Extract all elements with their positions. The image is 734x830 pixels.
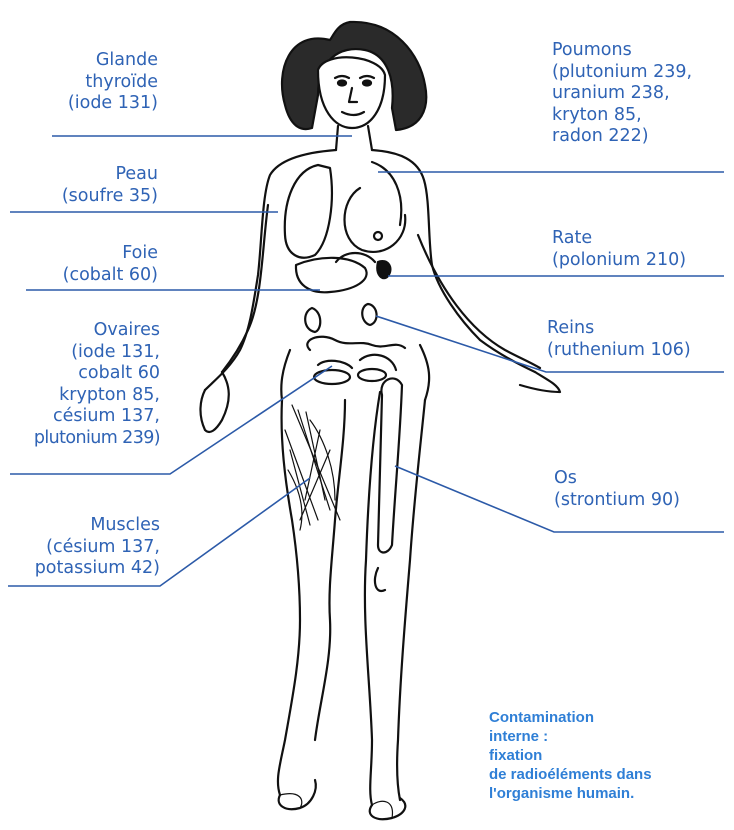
- label-kidneys: Reins (ruthenium 106): [547, 318, 691, 361]
- label-skin-line-1: Peau: [62, 164, 158, 186]
- label-muscles-line-2: (césium 137,: [35, 537, 160, 559]
- label-thyroid-line-3: (iode 131): [68, 93, 158, 115]
- label-thyroid-line-1: Glande: [68, 50, 158, 72]
- label-lungs-line-3: uranium 238,: [552, 83, 692, 105]
- caption-line-2: interne :: [489, 727, 652, 746]
- label-liver-line-2: (cobalt 60): [63, 265, 158, 287]
- label-thyroid: Glande thyroïde (iode 131): [68, 50, 158, 115]
- caption-line-4: de radioéléments dans: [489, 765, 652, 784]
- caption-line-5: l'organisme humain.: [489, 784, 652, 803]
- label-lungs-line-1: Poumons: [552, 40, 692, 62]
- label-bones: Os (strontium 90): [554, 468, 680, 511]
- label-kidneys-line-1: Reins: [547, 318, 691, 340]
- label-spleen: Rate (polonium 210): [552, 228, 686, 271]
- label-ovaries-line-1: Ovaires: [34, 320, 160, 342]
- label-bones-line-1: Os: [554, 468, 680, 490]
- label-ovaries-line-2: (iode 131,: [34, 342, 160, 364]
- label-muscles-line-3: potassium 42): [35, 558, 160, 580]
- label-ovaries-line-6: plutonium 239): [34, 428, 160, 450]
- label-liver: Foie (cobalt 60): [63, 243, 158, 286]
- label-kidneys-line-2: (ruthenium 106): [547, 340, 691, 362]
- label-lungs: Poumons (plutonium 239, uranium 238, kry…: [552, 40, 692, 148]
- label-skin: Peau (soufre 35): [62, 164, 158, 207]
- label-ovaries-line-5: césium 137,: [34, 406, 160, 428]
- label-muscles-line-1: Muscles: [35, 515, 160, 537]
- label-thyroid-line-2: thyroïde: [68, 72, 158, 94]
- label-ovaries: Ovaires (iode 131, cobalt 60 krypton 85,…: [34, 320, 160, 449]
- label-lungs-line-2: (plutonium 239,: [552, 62, 692, 84]
- label-lungs-line-5: radon 222): [552, 126, 692, 148]
- label-skin-line-2: (soufre 35): [62, 186, 158, 208]
- caption-line-1: Contamination: [489, 708, 652, 727]
- label-spleen-line-1: Rate: [552, 228, 686, 250]
- label-liver-line-1: Foie: [63, 243, 158, 265]
- caption: Contamination interne : fixation de radi…: [489, 708, 652, 803]
- label-lungs-line-4: kryton 85,: [552, 105, 692, 127]
- label-bones-line-2: (strontium 90): [554, 490, 680, 512]
- label-ovaries-line-3: cobalt 60: [34, 363, 160, 385]
- label-muscles: Muscles (césium 137, potassium 42): [35, 515, 160, 580]
- caption-line-3: fixation: [489, 746, 652, 765]
- label-spleen-line-2: (polonium 210): [552, 250, 686, 272]
- label-ovaries-line-4: krypton 85,: [34, 385, 160, 407]
